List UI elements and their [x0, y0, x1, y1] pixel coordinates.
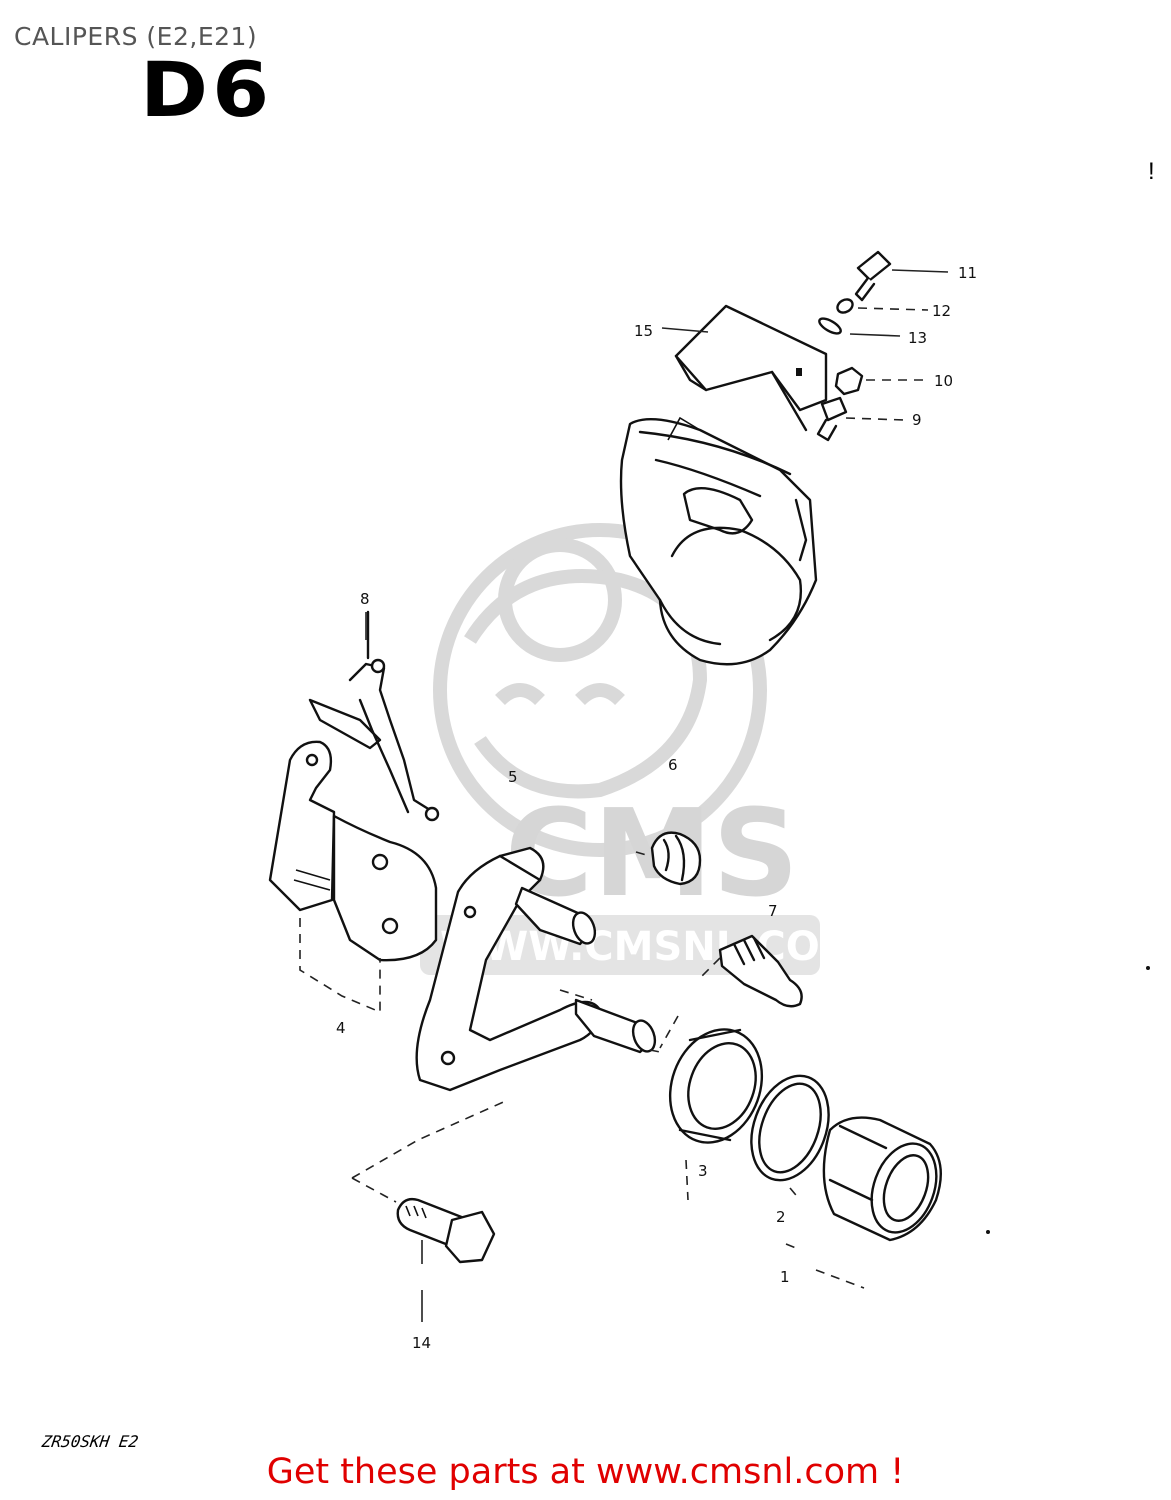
caliper-body	[619, 416, 818, 666]
callout-8: 8	[360, 590, 370, 608]
callout-12: 12	[932, 302, 951, 320]
part-12-washer	[836, 298, 929, 314]
callout-2: 2	[776, 1208, 786, 1226]
corner-mark: !	[1148, 158, 1155, 185]
callout-9: 9	[912, 411, 922, 429]
part-8-pad-spring	[308, 610, 440, 822]
callout-14: 14	[412, 1334, 431, 1352]
part-1-piston	[785, 1116, 990, 1289]
part-4-brake-pads: 4	[268, 740, 438, 1037]
callout-13: 13	[908, 329, 927, 347]
callout-4: 4	[336, 1019, 346, 1037]
part-14-mounting-bolt	[351, 1099, 509, 1322]
callout-11: 11	[958, 264, 977, 282]
callout-6: 6	[668, 756, 678, 774]
callout-3: 3	[698, 1162, 708, 1180]
part-9-bleeder	[816, 396, 906, 442]
section-code: D6	[140, 46, 274, 135]
model-code: ZR50SKH E2	[40, 1432, 140, 1451]
part-7-pin	[699, 934, 803, 1008]
part-10-nut	[834, 366, 925, 396]
callout-1: 1	[780, 1268, 790, 1286]
part-5-bracket	[415, 846, 661, 1092]
diagram-title: CALIPERS (E2,E21)	[14, 22, 258, 51]
callout-5: 5	[508, 768, 518, 786]
callout-7: 7	[768, 902, 778, 920]
part-6-boot	[635, 831, 702, 886]
part-15-cover	[661, 304, 828, 432]
part-13-washer	[818, 317, 901, 337]
part-11-bolt	[854, 250, 949, 302]
watermark-url: WWW.CMSNL.COM	[440, 924, 860, 970]
part-2-seal-ring	[750, 1074, 830, 1201]
footer-cta-link[interactable]: Get these parts at www.cmsnl.com !	[266, 1452, 905, 1492]
callout-15: 15	[634, 322, 653, 340]
part-3-piston-boot	[668, 1028, 764, 1201]
callout-10: 10	[934, 372, 953, 390]
